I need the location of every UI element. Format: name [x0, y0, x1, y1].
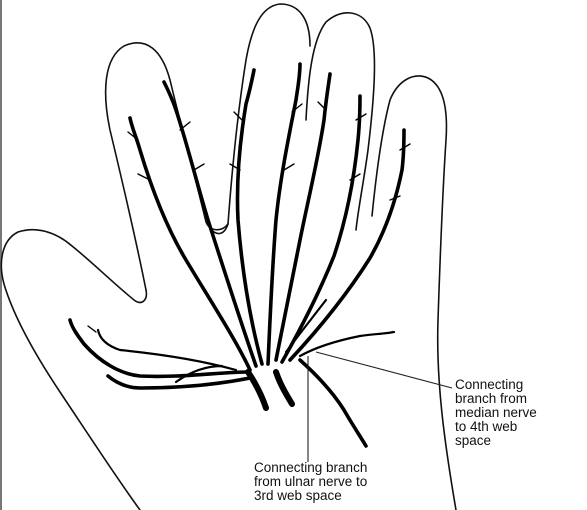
median-label-line-3: median nerve — [455, 406, 537, 420]
hand-outline — [1, 4, 456, 510]
ulnar-nerve-trunk — [276, 372, 292, 404]
index-finger-outline — [106, 43, 228, 290]
median-callout-leader — [316, 352, 452, 388]
ring-nerve-radial — [276, 74, 330, 360]
median-label-line-5: space — [455, 434, 537, 448]
index-twig-4 — [194, 164, 204, 170]
ulnar-label-line-1: Connecting branch — [254, 461, 367, 475]
median-label-line-2: branch from — [455, 392, 537, 406]
ring-finger-outline — [306, 13, 374, 230]
little-nerve-ulnar-trunk — [300, 360, 366, 446]
thumb-twig-1 — [88, 326, 96, 332]
little-finger-outline — [372, 76, 456, 510]
median-label-line-4: to 4th web — [455, 420, 537, 434]
ulnar-label-line-2: from ulnar nerve to — [254, 475, 367, 489]
ulnar-connecting-branch-label: Connecting branch from ulnar nerve to 3r… — [254, 461, 367, 503]
nerve-branches — [70, 64, 410, 446]
middle-finger-outline — [228, 4, 310, 224]
median-label-line-1: Connecting — [455, 378, 537, 392]
thumb-nerve-1 — [70, 320, 248, 376]
thumb-nerve-3 — [98, 330, 236, 370]
thumb-outline — [1, 230, 146, 510]
thumb-nerve-2 — [108, 376, 250, 388]
median-connecting-branch-label: Connecting branch from median nerve to 4… — [455, 378, 537, 448]
ulnar-label-line-3: 3rd web space — [254, 489, 367, 503]
callout-leaders — [308, 352, 452, 462]
